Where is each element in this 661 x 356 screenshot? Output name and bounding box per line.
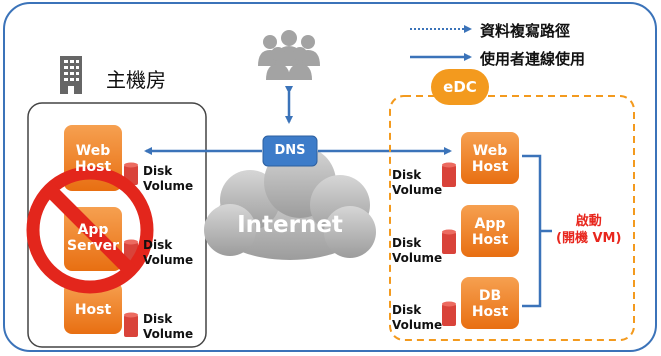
edc-web-host-label: Web Host (471, 143, 509, 176)
edc-title: eDC (443, 78, 477, 96)
main-web-host-label: Web Host (74, 143, 112, 176)
main-datacenter-title: 主機房 (106, 68, 166, 92)
dns-label: DNS (274, 143, 306, 158)
edc-db-host-box (461, 277, 519, 329)
users-icon (258, 30, 320, 80)
dns-box (262, 135, 318, 167)
internet-cloud (204, 146, 376, 260)
main-app-server-label: App Server (66, 222, 119, 255)
internet-label: Internet (237, 212, 343, 238)
edc-disk-label: Disk Volume (392, 303, 443, 332)
startup-bracket (522, 154, 552, 308)
edc-badge (431, 69, 489, 105)
edc-db-host-label: DB Host (471, 288, 509, 321)
main-db-host-box (64, 282, 122, 334)
disk-icon (442, 229, 456, 254)
main-db-host-label: Host (74, 302, 112, 318)
main-disk-label: Disk Volume (143, 238, 194, 267)
startup-action-label: 啟動 (開機 VM) (556, 214, 622, 246)
edc-web-host-box (461, 132, 519, 184)
main-disk-label: Disk Volume (143, 164, 194, 193)
edc-app-host-box (461, 205, 519, 257)
building-icon (60, 56, 82, 94)
disk-icon (442, 162, 456, 187)
edc-box (389, 95, 635, 341)
outer-frame (3, 2, 657, 352)
disk-icon (442, 301, 456, 326)
disk-icon (124, 312, 138, 337)
prohibit-icon (26, 166, 154, 294)
main-disk-label: Disk Volume (143, 312, 194, 341)
edc-disk-label: Disk Volume (392, 168, 443, 197)
edc-disk-label: Disk Volume (392, 236, 443, 265)
legend-connection-label: 使用者連線使用 (480, 50, 586, 68)
edc-app-host-label: App Host (471, 216, 509, 249)
legend-replication-label: 資料複寫路徑 (480, 22, 571, 40)
